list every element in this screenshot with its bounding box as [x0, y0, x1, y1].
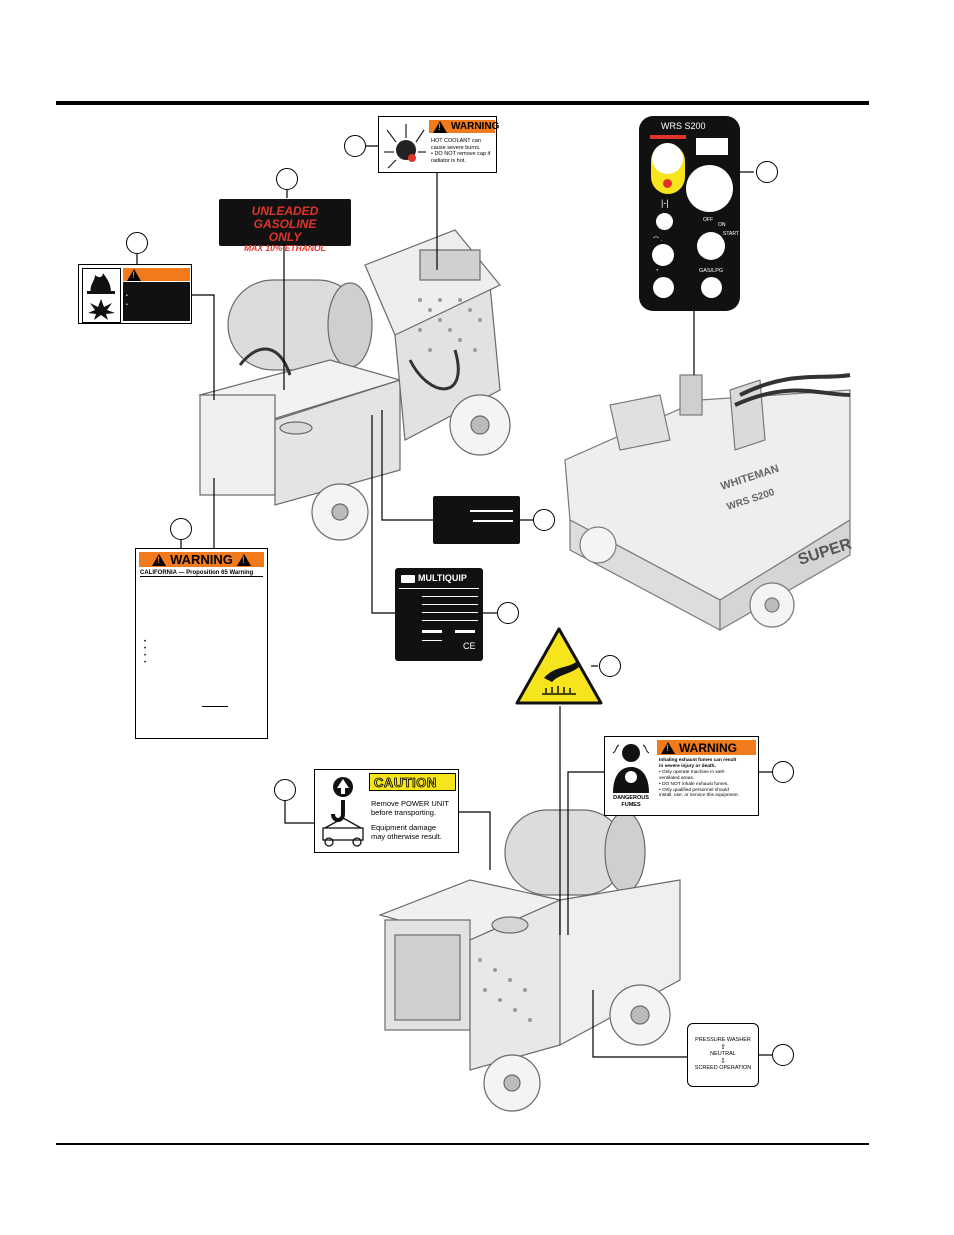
- callout-caution: [274, 779, 296, 801]
- unleaded-gasoline-decal: UNLEADED GASOLINE ONLY MAX 10% ETHANOL: [219, 199, 351, 253]
- flammable-text-block: • •: [123, 282, 190, 321]
- control-panel-on: ON: [718, 222, 726, 228]
- fire-explosion-pictogram: [82, 268, 121, 323]
- ce-mark: CE: [463, 641, 476, 651]
- pressure-bottom: SCREED OPERATION: [694, 1065, 752, 1071]
- exhaust-header: WARNING: [679, 740, 737, 755]
- warning-triangle-icon: [433, 120, 447, 133]
- prop65-bullets: ••••: [144, 639, 147, 666]
- oil-icon: ◔: [655, 268, 659, 274]
- caution-line4: may otherwise result.: [371, 832, 442, 841]
- warning-triangle-icon: [661, 741, 675, 754]
- flammable-warning-bar: [123, 268, 190, 281]
- multiquip-brand: MULTIQUIP: [418, 573, 467, 583]
- caution-line1: Remove POWER UNIT: [371, 799, 449, 808]
- exhaust-line3: • Only operate machine in well-: [659, 769, 726, 775]
- callout-exhaust: [772, 761, 794, 783]
- throttle-button-hole[interactable]: [652, 244, 674, 266]
- exhaust-line5: • DO NOT inhale exhaust fumes.: [659, 781, 729, 787]
- caution-line3: Equipment damage: [371, 823, 437, 832]
- warning-triangle-icon: [127, 268, 141, 281]
- power-unit-illustration: [197, 229, 511, 541]
- exhaust-caption2: FUMES: [621, 802, 641, 808]
- screed-illustration: [564, 373, 851, 632]
- pressure-washer-selector-decal: PRESSURE WASHER ⇧ NEUTRAL ⇩ SCREED OPERA…: [687, 1023, 759, 1087]
- selector-down-arrow-icon: ⇩: [720, 1058, 726, 1065]
- gauge-hole: [686, 165, 733, 212]
- steam-burn-pictogram: [382, 120, 427, 170]
- control-panel-logo-bar: [650, 135, 686, 139]
- warning-triangle-icon-right: [236, 553, 251, 566]
- prop65-header: WARNING: [170, 552, 233, 567]
- exhaust-fumes-decal: DANGEROUS FUMES WARNING Inhaling exhaust…: [604, 736, 759, 816]
- header-rule: [56, 101, 869, 105]
- unleaded-line1: UNLEADED GASOLINE: [251, 204, 319, 231]
- exhaust-line7: install, use, or service this equipment.: [659, 793, 739, 799]
- control-panel-decal: WRS S200 |-| OFF ON START ⌒ · ◔ GAS/LPG: [639, 116, 740, 311]
- control-panel-model: WRS S200: [661, 121, 706, 131]
- ignition-switch-hole[interactable]: [697, 232, 725, 260]
- callout-hot-surface: [599, 655, 621, 677]
- callout-flammable: [126, 232, 148, 254]
- hot-coolant-decal: WARNING HOT COOLANT can cause severe bur…: [378, 116, 499, 173]
- exhaust-caption1: DANGEROUS: [613, 795, 649, 801]
- caution-bar: CAUTION: [369, 773, 456, 791]
- exhaust-line4: ventilated areas.: [659, 775, 695, 781]
- warning-triangle-icon: [152, 553, 167, 566]
- caution-transport-decal: CAUTION Remove POWER UNIT before transpo…: [314, 769, 459, 853]
- hot-coolant-line3: • DO NOT remove cap if: [431, 151, 491, 157]
- indicator-light[interactable]: [652, 143, 683, 174]
- exhaust-line6: • Only qualified personnel should: [659, 787, 729, 793]
- selector-up-arrow-icon: ⇧: [720, 1044, 726, 1051]
- prop65-title: CALIFORNIA — Proposition 65 Warning: [140, 570, 263, 577]
- unleaded-line2: ONLY: [268, 230, 302, 244]
- dangerous-fumes-pictogram: [609, 741, 653, 793]
- exhaust-warning-bar: WARNING: [657, 740, 756, 755]
- control-panel-gas-lpg: GAS/LPG: [699, 268, 724, 274]
- hot-surface-decal: [514, 626, 604, 706]
- callout-prop65: [170, 518, 192, 540]
- hot-coolant-line4: radiator is hot.: [431, 157, 466, 164]
- pressure-mid: NEUTRAL: [710, 1051, 736, 1057]
- hot-coolant-line2: cause severe burns.: [431, 144, 481, 151]
- choke-button-hole[interactable]: [656, 213, 673, 230]
- on-off-symbol: |-|: [661, 198, 669, 208]
- control-panel-off: OFF: [703, 217, 713, 223]
- footer-rule: [56, 1143, 869, 1145]
- caution-line2: before transporting.: [371, 808, 437, 817]
- hot-coolant-header: WARNING: [451, 121, 500, 132]
- prop65-warning-bar: WARNING: [139, 552, 264, 567]
- leader-lines: [136, 145, 772, 1058]
- power-unit-rear-illustration: [378, 809, 681, 1112]
- callout-control-panel: [756, 161, 778, 183]
- caution-header: CAUTION: [374, 775, 437, 791]
- oil-light-hole[interactable]: [653, 277, 674, 298]
- prop65-warning-decal: WARNING CALIFORNIA — Proposition 65 Warn…: [135, 548, 268, 739]
- exhaust-line1: Inhaling exhaust fumes can result: [659, 758, 737, 763]
- callout-hot-coolant: [344, 135, 366, 157]
- warning-heart-icon: [663, 179, 672, 188]
- flammable-warning-decal: • •: [78, 264, 192, 324]
- serial-plate-decal: [433, 496, 520, 544]
- callout-serial-plate: [533, 509, 555, 531]
- unleaded-line3: MAX 10% ETHANOL: [244, 243, 326, 253]
- callout-unleaded: [276, 168, 298, 190]
- pressure-top: PRESSURE WASHER: [695, 1037, 751, 1043]
- lift-hook-pictogram: [319, 774, 371, 848]
- throttle-icon: ⌒ ·: [653, 238, 663, 244]
- multiquip-logo-icon: [401, 575, 415, 583]
- hour-meter-window: [696, 138, 728, 155]
- hot-coolant-line1: HOT COOLANT can: [431, 138, 481, 144]
- callout-pressure-washer: [772, 1044, 794, 1066]
- fuel-switch-hole[interactable]: [701, 277, 722, 298]
- multiquip-data-plate: MULTIQUIP CE: [395, 568, 483, 661]
- hot-coolant-warning-bar: WARNING: [429, 120, 499, 133]
- exhaust-line2: in severe injury or death.: [659, 763, 716, 769]
- callout-multiquip-plate: [497, 602, 519, 624]
- prop65-underline: [202, 706, 228, 707]
- control-panel-start: START: [723, 231, 739, 237]
